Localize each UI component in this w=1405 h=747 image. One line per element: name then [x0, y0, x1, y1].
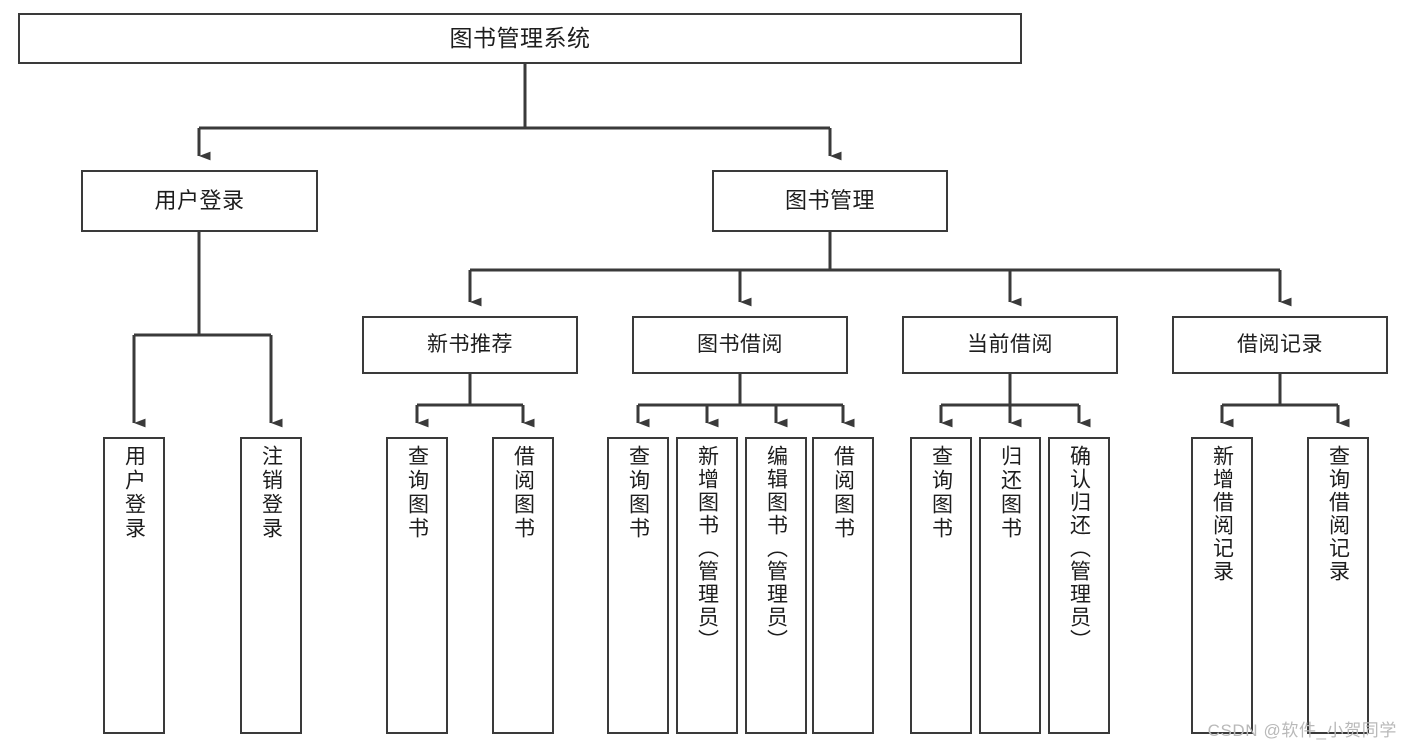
- leaf-book-borrow-query[interactable]: 查询图书: [607, 437, 669, 734]
- node-user-login[interactable]: 用户登录: [81, 170, 318, 232]
- node-label: 新增图书（管理员）: [695, 445, 719, 652]
- node-borrow-record[interactable]: 借阅记录: [1172, 316, 1388, 374]
- node-label: 编辑图书（管理员）: [764, 445, 788, 652]
- node-label: 当前借阅: [967, 333, 1053, 357]
- node-label: 查询图书: [405, 445, 429, 541]
- node-label: 借阅记录: [1237, 333, 1323, 357]
- node-current-borrow[interactable]: 当前借阅: [902, 316, 1118, 374]
- node-label: 查询图书: [626, 445, 650, 541]
- node-new-book-recommend[interactable]: 新书推荐: [362, 316, 578, 374]
- node-label: 查询借阅记录: [1326, 445, 1350, 583]
- node-book-borrow[interactable]: 图书借阅: [632, 316, 848, 374]
- leaf-current-borrow-query[interactable]: 查询图书: [910, 437, 972, 734]
- node-label: 确认归还（管理员）: [1067, 445, 1091, 652]
- csdn-watermark: CSDN @软件_小贺同学: [1207, 721, 1397, 740]
- node-root-book-management-system[interactable]: 图书管理系统: [18, 13, 1022, 64]
- node-label: 用户登录: [122, 445, 146, 541]
- leaf-new-book-query[interactable]: 查询图书: [386, 437, 448, 734]
- node-label: 图书管理: [784, 187, 875, 213]
- node-label: 用户登录: [154, 187, 245, 213]
- leaf-user-login-logout[interactable]: 注销登录: [240, 437, 302, 734]
- leaf-book-borrow-add[interactable]: 新增图书（管理员）: [676, 437, 738, 734]
- leaf-book-borrow-edit[interactable]: 编辑图书（管理员）: [745, 437, 807, 734]
- node-label: 新书推荐: [427, 333, 513, 357]
- leaf-borrow-record-query[interactable]: 查询借阅记录: [1307, 437, 1369, 734]
- node-label: 查询图书: [929, 445, 953, 541]
- node-label: 归还图书: [998, 445, 1022, 541]
- node-label: 新增借阅记录: [1210, 445, 1234, 583]
- leaf-new-book-borrow[interactable]: 借阅图书: [492, 437, 554, 734]
- leaf-book-borrow-borrow[interactable]: 借阅图书: [812, 437, 874, 734]
- node-label: 注销登录: [259, 445, 283, 541]
- node-label: 图书管理系统: [449, 24, 591, 51]
- leaf-current-borrow-return[interactable]: 归还图书: [979, 437, 1041, 734]
- leaf-borrow-record-add[interactable]: 新增借阅记录: [1191, 437, 1253, 734]
- node-book-management[interactable]: 图书管理: [712, 170, 948, 232]
- node-label: 图书借阅: [697, 333, 783, 357]
- node-label: 借阅图书: [511, 445, 535, 541]
- leaf-current-borrow-confirm-return[interactable]: 确认归还（管理员）: [1048, 437, 1110, 734]
- node-label: 借阅图书: [831, 445, 855, 541]
- leaf-user-login-login[interactable]: 用户登录: [103, 437, 165, 734]
